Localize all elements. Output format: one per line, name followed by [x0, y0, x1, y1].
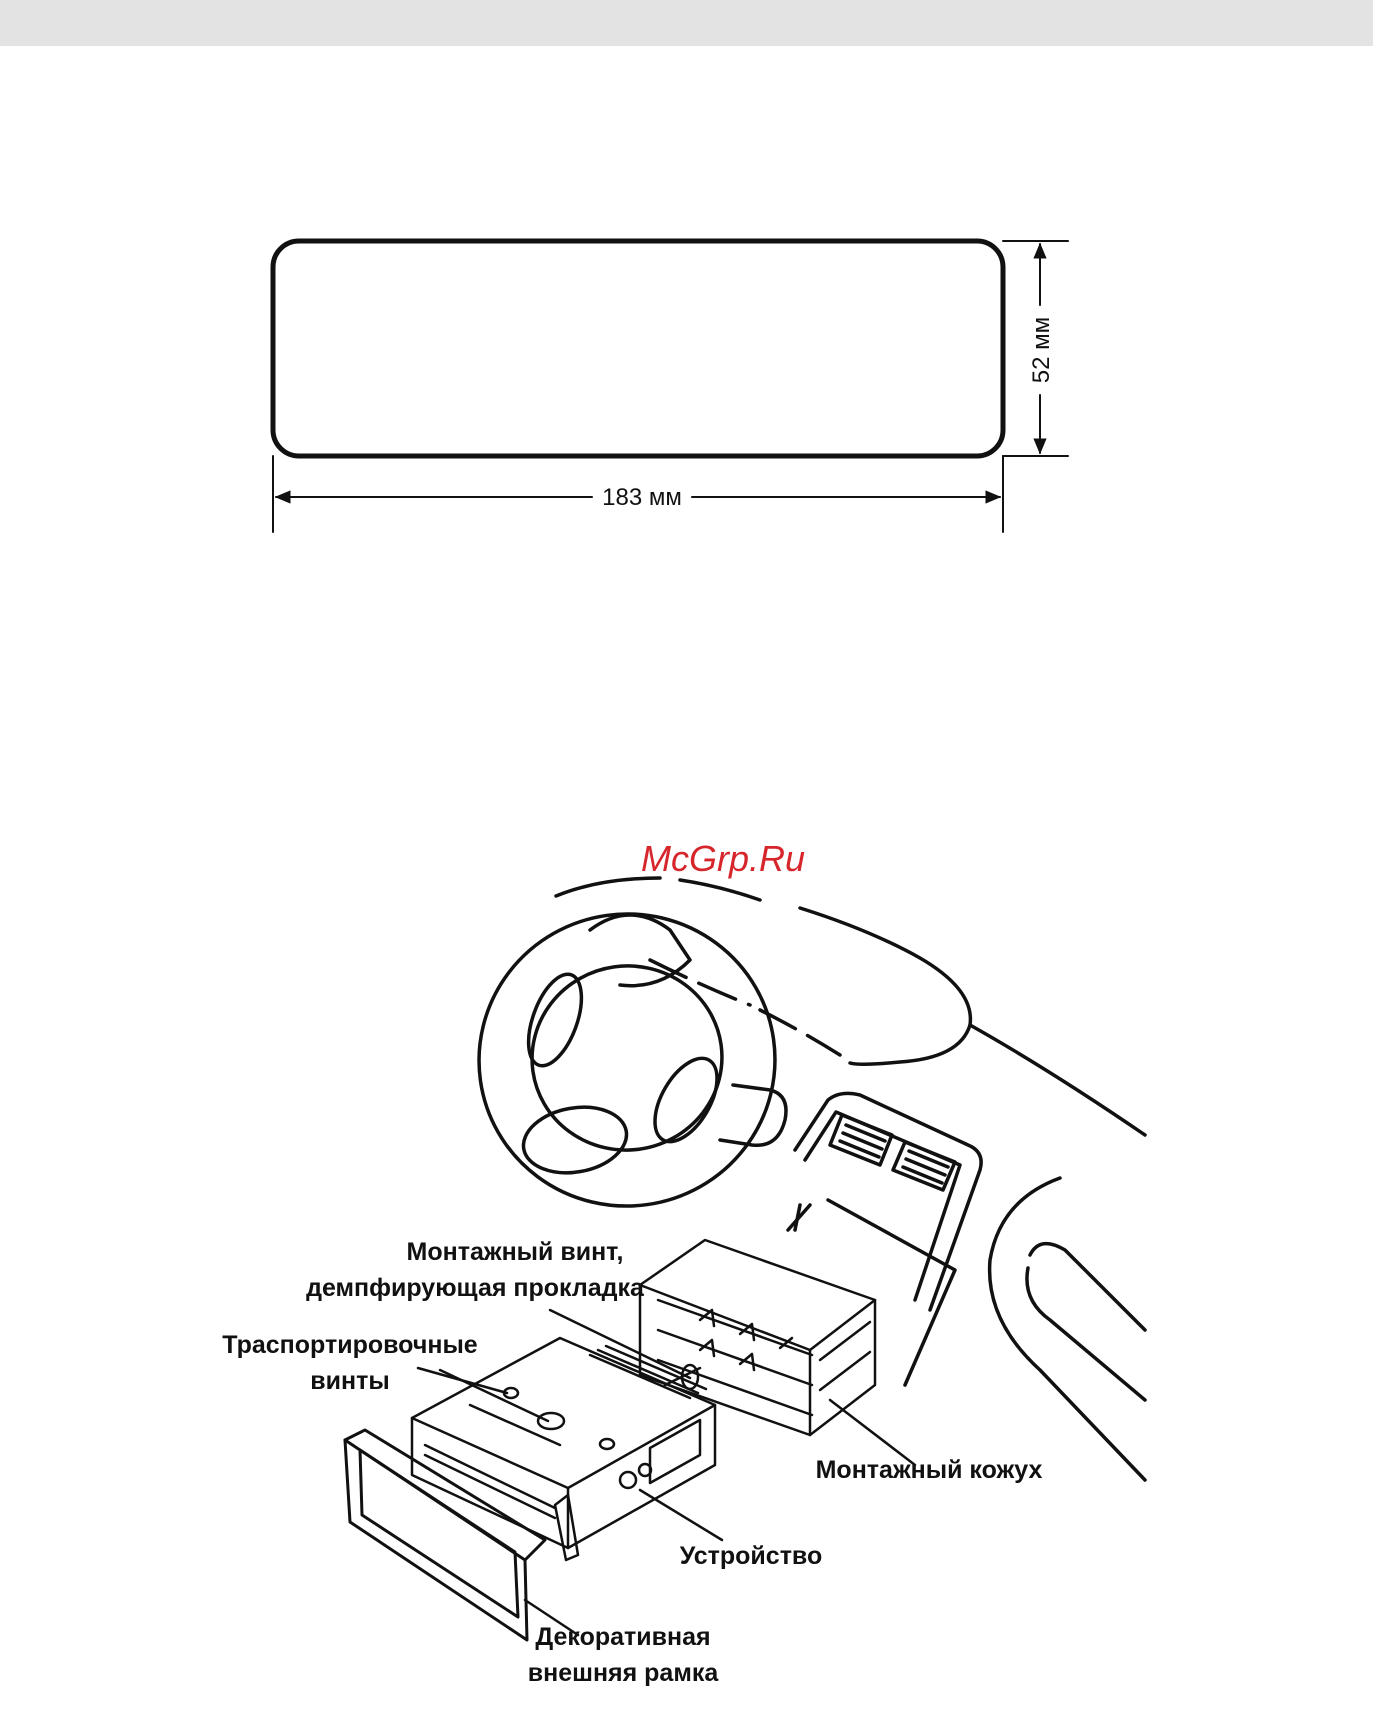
cutout-dimension-diagram: 183 мм 52 мм [273, 241, 1068, 532]
label-transport-screws-1: Траспортировочные [222, 1331, 478, 1359]
radio-unit-illustration [412, 1338, 715, 1560]
label-trim-frame-1: Декоративная [535, 1623, 710, 1651]
width-dimension-label: 183 мм [602, 484, 682, 511]
label-mounting-sleeve: Монтажный кожух [816, 1456, 1043, 1484]
cutout-rectangle [273, 241, 1003, 456]
steering-wheel-outer [460, 895, 794, 1225]
dashboard-illustration [460, 878, 1145, 1480]
label-mounting-screw-1: Монтажный винт, [407, 1238, 624, 1266]
label-mounting-screw-2: демпфирующая прокладка [306, 1274, 645, 1302]
air-vent-right [893, 1142, 955, 1190]
label-trim-frame-2: внешняя рамка [528, 1659, 720, 1687]
label-transport-screws-2: винты [310, 1367, 389, 1395]
leader-device [640, 1490, 722, 1540]
label-device: Устройство [680, 1542, 823, 1570]
height-dimension-label: 52 мм [1028, 317, 1055, 383]
watermark-text: McGrp.Ru [641, 838, 805, 879]
air-vent-left [830, 1115, 892, 1165]
trim-frame-illustration [345, 1430, 545, 1640]
mounting-sleeve-illustration [640, 1240, 875, 1435]
